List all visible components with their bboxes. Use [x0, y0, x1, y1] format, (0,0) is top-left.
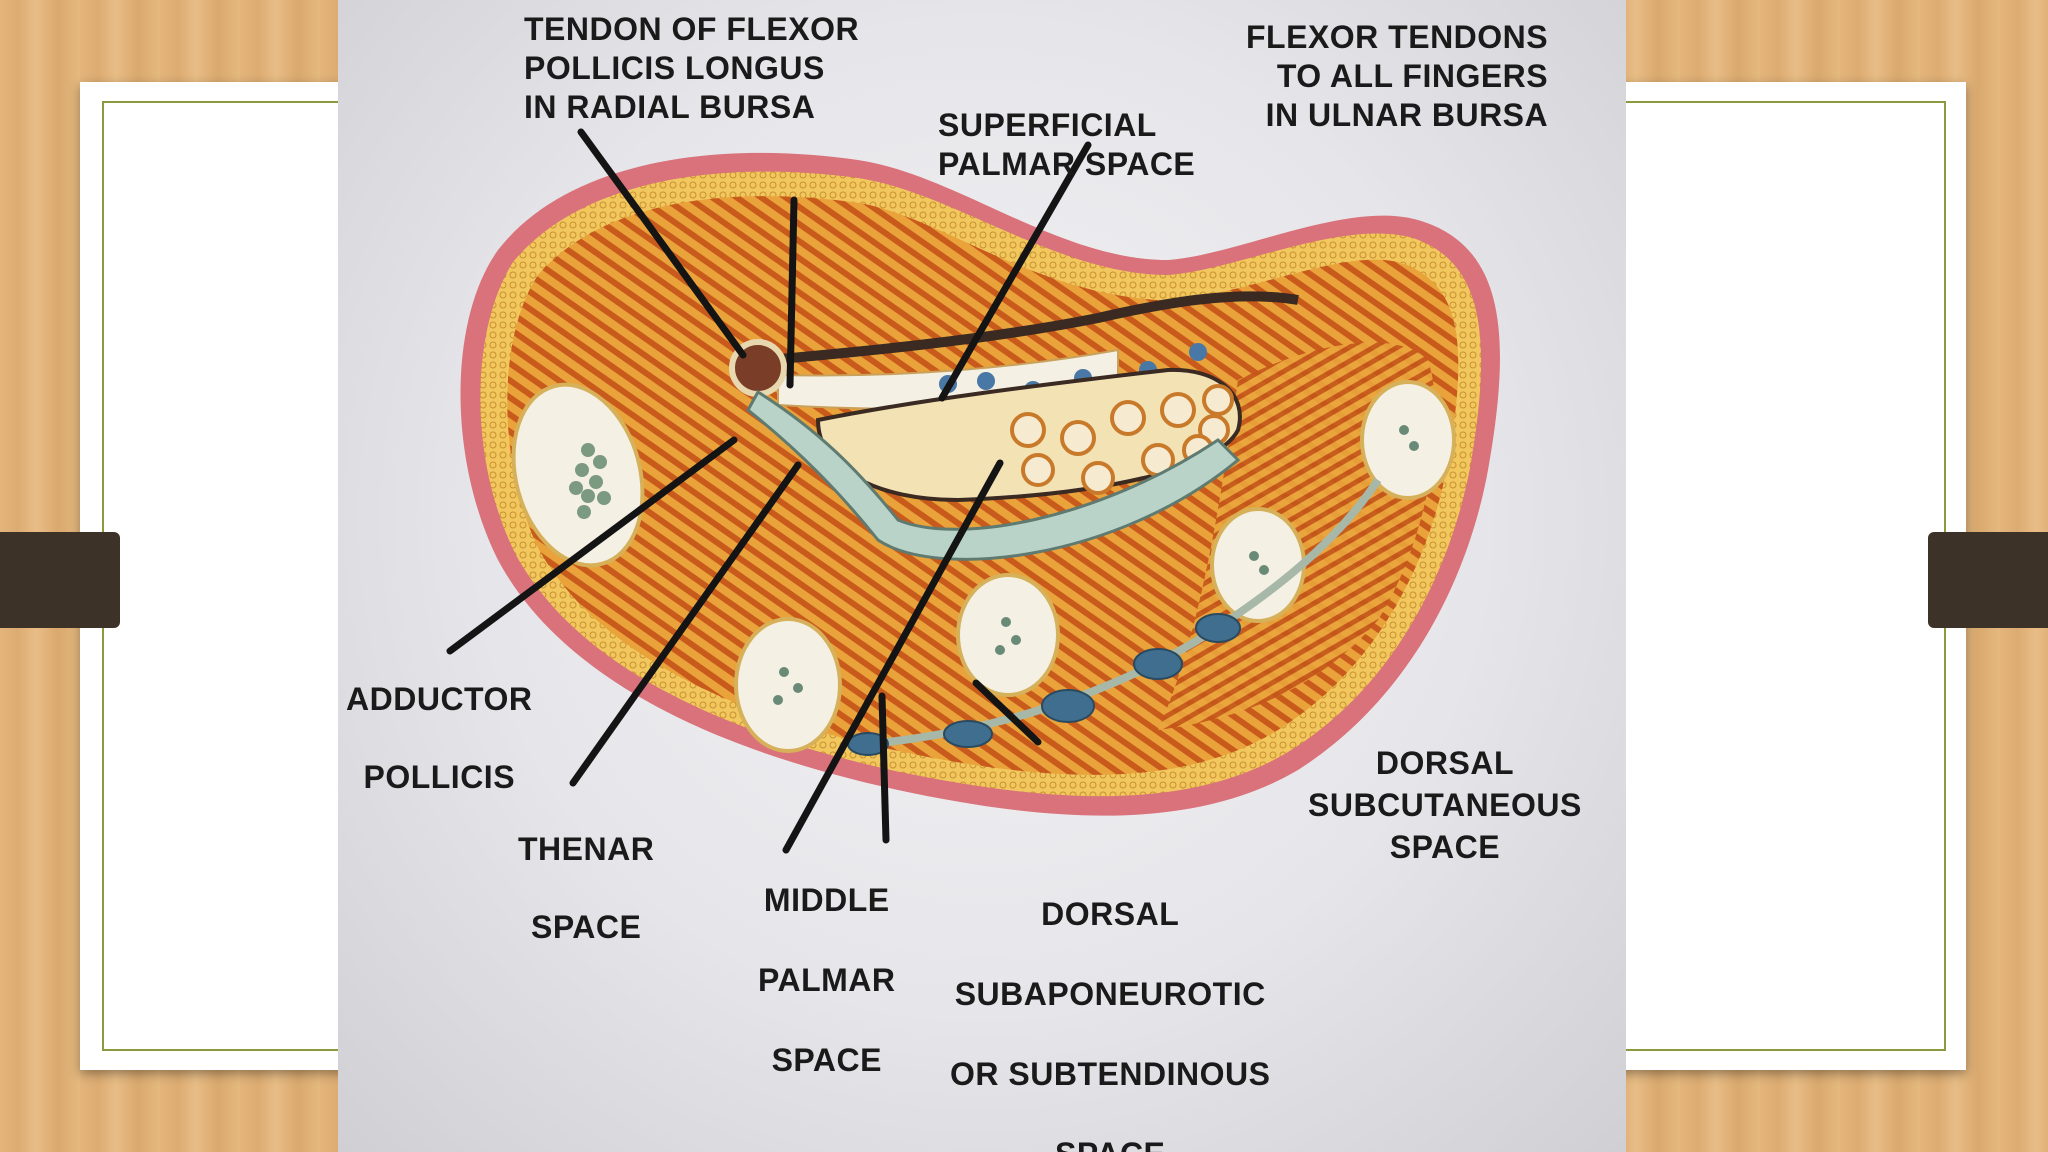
label-line: THENAR [518, 831, 655, 867]
label-line: IN RADIAL BURSA [524, 89, 816, 125]
extensor-tendons [847, 613, 1241, 756]
metacarpal-3 [956, 573, 1060, 697]
leader-dorsal-subaponeurotic [878, 692, 890, 844]
hand-cross-section-diagram [446, 128, 1500, 854]
leader-fpl-tendon [577, 128, 747, 359]
slide-tab-left [0, 532, 120, 628]
leader-middle-palmar [782, 459, 1004, 854]
label-flexor-tendons: FLEXOR TENDONS TO ALL FINGERS IN ULNAR B… [1246, 18, 1548, 135]
palmar-aponeurosis [767, 291, 1299, 365]
label-line: POLLICIS LONGUS [524, 50, 825, 86]
label-line: DORSAL [1041, 896, 1180, 932]
metacarpal-2 [734, 617, 842, 753]
label-thenar: THENAR SPACE [518, 810, 654, 966]
label-middle-palmar: MIDDLE PALMAR SPACE [758, 860, 896, 1100]
label-line: SPACE [1389, 829, 1501, 865]
metacarpal-1-marrow [569, 443, 611, 519]
label-line: SPACE [950, 1114, 1270, 1152]
label-line: MIDDLE [763, 882, 890, 918]
label-line: PALMAR SPACE [938, 146, 1196, 182]
label-line: TENDON OF FLEXOR [524, 11, 860, 47]
leader-superficial-palmar [786, 196, 798, 389]
label-line: SPACE [771, 1042, 882, 1078]
label-line: TO ALL FINGERS [1276, 58, 1549, 94]
label-line: DORSAL [1375, 745, 1514, 781]
label-line: ADDUCTOR [346, 681, 533, 717]
label-line: FLEXOR TENDONS [1246, 19, 1549, 55]
slide-tab-right [1928, 532, 2048, 628]
leader-dorsal-subcutaneous [972, 679, 1042, 746]
label-line: POLLICIS [363, 759, 516, 795]
leader-thenar [569, 461, 802, 787]
textbook-photo: TENDON OF FLEXOR POLLICIS LONGUS IN RADI… [338, 0, 1626, 1152]
label-line: OR SUBTENDINOUS [950, 1056, 1271, 1092]
label-tendon-fpl: TENDON OF FLEXOR POLLICIS LONGUS IN RADI… [524, 10, 859, 127]
metacarpal-5 [1360, 380, 1456, 500]
label-adductor: ADDUCTOR POLLICIS [346, 660, 533, 816]
label-line: SUBAPONEUROTIC [954, 976, 1266, 1012]
label-line: SUPERFICIAL [938, 107, 1157, 143]
label-superficial-palmar: SUPERFICIAL PALMAR SPACE [938, 106, 1195, 184]
label-line: SUBCUTANEOUS [1308, 787, 1582, 823]
leader-adductor [446, 436, 738, 655]
leader-flexor-tendons [938, 141, 1092, 402]
fascial-septum [746, 389, 1241, 561]
label-dorsal-subaponeurotic: DORSAL SUBAPONEUROTIC OR SUBTENDINOUS SP… [950, 874, 1270, 1152]
label-line: SPACE [530, 909, 642, 945]
label-dorsal-subcutaneous: DORSAL SUBCUTANEOUS SPACE [1308, 742, 1582, 868]
label-line: IN ULNAR BURSA [1265, 97, 1549, 133]
label-line: PALMAR [758, 962, 896, 998]
